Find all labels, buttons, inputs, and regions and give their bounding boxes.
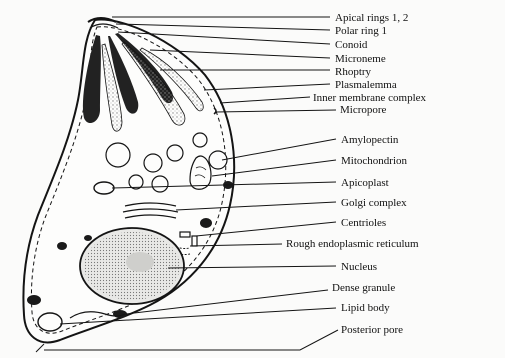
nucleolus — [126, 252, 154, 272]
dense-granule — [57, 242, 67, 250]
label-inner-membrane-complex: Inner membrane complex — [313, 92, 427, 104]
label-microneme: Microneme — [335, 53, 386, 65]
apicoplast — [94, 182, 114, 194]
label-mitochondrion: Mitochondrion — [341, 155, 407, 167]
label-rough-er: Rough endoplasmic reticulum — [286, 238, 419, 250]
label-plasmalemma: Plasmalemma — [335, 79, 397, 91]
label-micropore: Micropore — [340, 104, 387, 116]
label-apicoplast: Apicoplast — [341, 177, 389, 189]
dense-granule — [84, 235, 92, 241]
label-dense-granule: Dense granule — [332, 282, 395, 294]
amylopectin-granule — [152, 176, 168, 192]
lipid-body — [38, 313, 62, 331]
label-lipid-body: Lipid body — [341, 302, 390, 314]
label-golgi-complex: Golgi complex — [341, 197, 407, 209]
amylopectin-granule — [144, 154, 162, 172]
amylopectin-granule — [106, 143, 130, 167]
label-amylopectin: Amylopectin — [341, 134, 399, 146]
label-polar-ring: Polar ring 1 — [335, 25, 387, 37]
label-rhoptry: Rhoptry — [335, 66, 372, 78]
label-nucleus: Nucleus — [341, 261, 377, 273]
label-posterior-pore: Posterior pore — [341, 324, 403, 336]
amylopectin-granule — [193, 133, 207, 147]
amylopectin-granule — [167, 145, 183, 161]
dense-granule — [200, 218, 212, 228]
label-centrioles: Centrioles — [341, 217, 386, 229]
label-apical-rings: Apical rings 1, 2 — [335, 12, 408, 24]
dense-granule — [27, 295, 41, 305]
label-conoid: Conoid — [335, 39, 368, 51]
